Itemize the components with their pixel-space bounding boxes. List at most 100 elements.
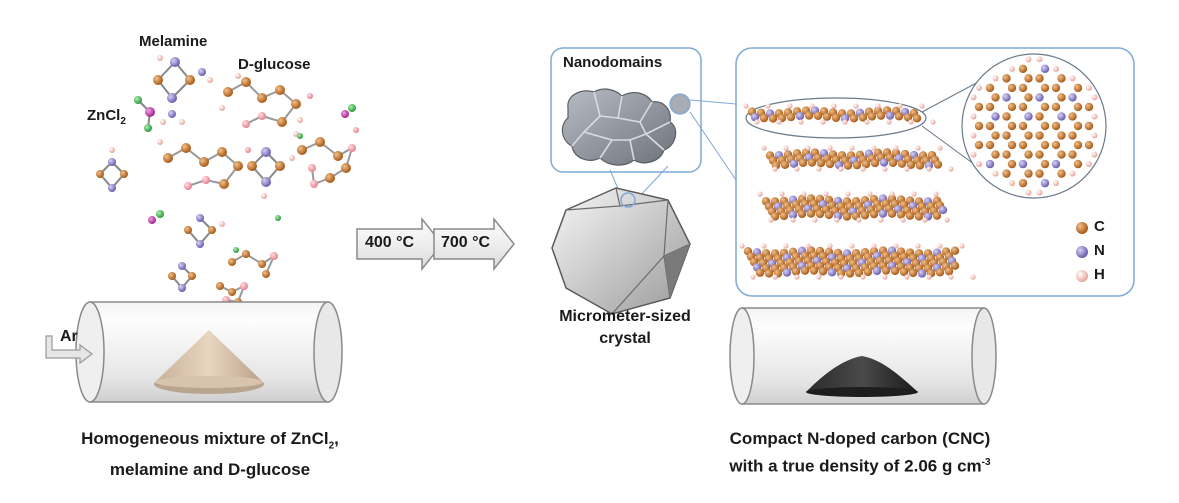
carbon-atom: [852, 160, 862, 170]
nitrogen-atom: [924, 161, 934, 170]
hydrogen-atom: [805, 145, 811, 151]
carbon-atom: [899, 267, 909, 277]
carbon-atom: [933, 160, 943, 169]
legend-carbon-atom: [1076, 222, 1088, 234]
carbon-atom: [944, 267, 954, 276]
legend-h-label: H: [1094, 266, 1105, 283]
carbon-atom: [797, 209, 807, 219]
carbon-atom: [1073, 140, 1083, 150]
carbon-atom: [985, 83, 995, 93]
hydrogen-atom: [761, 145, 767, 151]
hydrogen-atom: [970, 151, 977, 158]
hydrogen-atom: [926, 166, 932, 172]
nitrogen-atom: [1024, 112, 1033, 121]
step-700-label: 700 °C: [441, 234, 491, 251]
nitrogen-atom: [1040, 64, 1050, 74]
carbon-atom: [843, 161, 853, 170]
hydrogen-atom: [743, 103, 749, 109]
hydrogen-atom: [757, 191, 763, 197]
carbon-atom: [1040, 140, 1050, 150]
carbon-atom: [845, 269, 855, 278]
carbon-atom: [950, 246, 960, 255]
glucose-molecule: [157, 139, 251, 190]
carbon-atom: [935, 268, 945, 277]
right-caption: Compact N-doped carbon (CNC) with a true…: [729, 429, 991, 476]
nitrogen-atom: [1057, 112, 1066, 121]
legend-nitrogen-atom: [1076, 246, 1088, 258]
hydrogen-atom: [805, 243, 811, 249]
hydrogen-atom: [889, 191, 895, 197]
atom-legend: [1076, 222, 1088, 282]
carbon-layers: [739, 103, 976, 280]
carbon-atom: [1002, 150, 1011, 159]
carbon-atom: [813, 111, 823, 120]
hydrogen-atom: [970, 113, 977, 120]
nitrogen-atom: [879, 158, 889, 167]
nitrogen-atom: [938, 205, 948, 215]
hydrogen-atom: [816, 274, 822, 280]
carbon-atom: [816, 158, 826, 168]
hydrogen-atom: [1025, 56, 1032, 63]
hydrogen-atom: [1053, 180, 1059, 187]
hydrogen-atom: [860, 166, 866, 172]
hydrogen-atom: [882, 166, 888, 172]
hydrogen-atom: [1069, 170, 1076, 177]
hydrogen-atom: [790, 217, 796, 223]
carbon-atom: [1057, 169, 1066, 178]
carbon-atom: [1035, 112, 1044, 121]
nitrogen-atom: [885, 111, 895, 120]
carbon-atom: [1068, 112, 1077, 121]
nitrogen-atom: [991, 112, 1000, 121]
hydrogen-atom: [794, 274, 800, 280]
carbon-atom: [903, 113, 913, 122]
carbon-atom: [1073, 159, 1083, 169]
nitrogen-atom: [782, 268, 792, 277]
carbon-atom: [1018, 178, 1028, 188]
hydrogen-atom: [1091, 113, 1098, 120]
carbon-atom: [1035, 169, 1044, 178]
nitrogen-atom: [789, 159, 799, 168]
carbon-atom: [836, 269, 846, 278]
hydrogen-atom: [904, 166, 910, 172]
carbon-atom: [915, 161, 925, 170]
hydrogen-atom: [860, 274, 866, 280]
hydrogen-atom: [827, 145, 833, 151]
carbon-atom: [825, 159, 835, 169]
hydrogen-atom: [838, 274, 844, 280]
carbon-atom: [881, 266, 891, 275]
hydrogen-atom: [783, 243, 789, 249]
carbon-atom: [974, 140, 984, 150]
hydrogen-atom: [900, 217, 906, 223]
hydrogen-atom: [809, 103, 815, 109]
carbon-atom: [854, 268, 864, 278]
carbon-atom: [1024, 150, 1033, 159]
carbon-atom: [1018, 102, 1028, 112]
carbon-atom: [791, 267, 801, 276]
hydrogen-atom: [970, 94, 977, 101]
nitrogen-atom: [872, 266, 882, 276]
carbon-atom: [809, 266, 819, 275]
reactor-tube-left: [75, 301, 343, 403]
hydrogen-atom: [1091, 132, 1098, 139]
carbon-atom: [1007, 159, 1017, 169]
carbon-atom: [824, 210, 834, 220]
carbon-atom: [1051, 121, 1061, 131]
hydrogen-atom: [915, 243, 921, 249]
carbon-atom: [906, 160, 916, 169]
carbon-atom: [849, 114, 859, 123]
carbon-atom: [912, 114, 922, 123]
hydrogen-atom: [919, 103, 925, 109]
melamine-molecule: [184, 214, 225, 248]
glucose-molecule: [228, 250, 278, 278]
carbon-atom: [1073, 121, 1083, 131]
hydrogen-atom: [842, 119, 848, 125]
hydrogen-atom: [827, 243, 833, 249]
carbon-atom: [932, 211, 942, 220]
carbon-powder: [806, 356, 918, 392]
carbon-atom: [991, 150, 1000, 159]
carbon-atom: [1018, 83, 1028, 93]
carbon-atom: [1068, 150, 1077, 159]
nitrogen-atom: [1002, 93, 1011, 102]
reactor-tube-right: [729, 307, 997, 405]
